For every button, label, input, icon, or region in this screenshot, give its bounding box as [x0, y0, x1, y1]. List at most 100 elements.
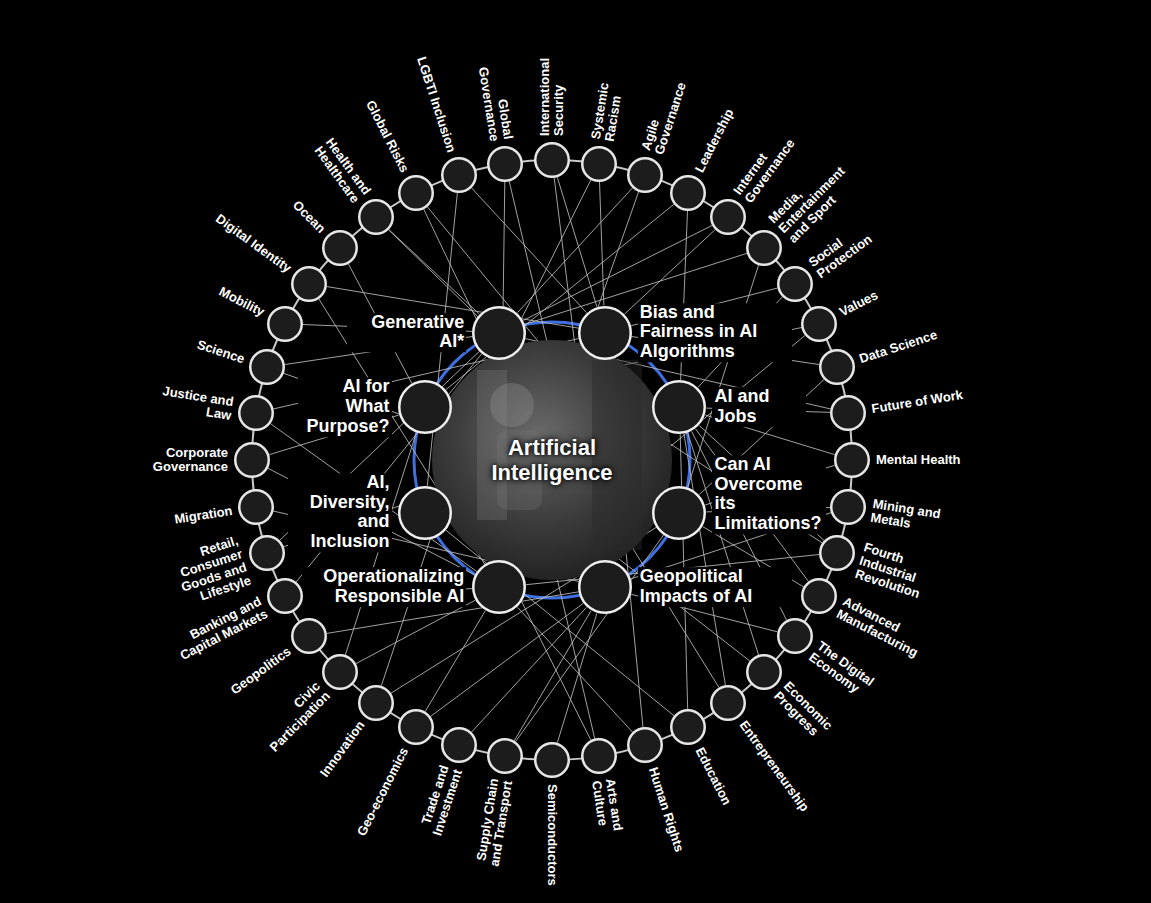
related-topic-circle: Systemic Racism: [581, 146, 617, 182]
circle-outline: [581, 738, 617, 774]
related-topic-label: Systemic Racism: [589, 38, 633, 143]
circle-outline: [472, 306, 526, 360]
related-topic-circle: Retail, Consumer Goods and Lifestyle: [249, 535, 285, 571]
related-topic-label: Geo-economics: [354, 745, 412, 840]
related-topic-circle: Digital Identity: [291, 266, 327, 302]
connector-line: [472, 607, 587, 732]
related-topic-label: Global Risks: [362, 97, 411, 175]
related-topic-label: Health and Healthcare: [291, 108, 374, 207]
related-topic-circle: Banking and Capital Markets: [267, 578, 303, 614]
topic-label: AI for What Purpose?: [298, 377, 392, 436]
circle-outline: [267, 306, 303, 342]
circle-outline: [710, 685, 746, 721]
circle-shape: [399, 176, 433, 210]
circle-shape: [835, 443, 869, 477]
related-topic-circle: Trade and Investment: [441, 727, 477, 763]
related-topic-circle: Leadership: [670, 175, 706, 211]
related-topic-circle: Geopolitics: [291, 618, 327, 654]
circle-outline: [398, 175, 434, 211]
related-topic-label: LGBTI Inclusion: [414, 54, 459, 155]
circle-outline: [249, 535, 285, 571]
circle-shape: [443, 729, 477, 763]
circle-shape: [473, 562, 525, 614]
related-topic-label: Semiconductors: [545, 783, 559, 885]
circle-shape: [293, 267, 327, 301]
circle-outline: [710, 199, 746, 235]
related-topic-circle: Social Protection: [777, 266, 813, 302]
related-topic-circle: Economic Progress: [746, 654, 782, 690]
circle-outline: [472, 560, 526, 614]
circle-outline: [291, 618, 327, 654]
related-topic-label: Fourth Industrial Revolution: [853, 540, 963, 612]
related-topic-label: Digital Identity: [212, 211, 294, 276]
connector-line: [389, 230, 480, 315]
topic-label: AI and Jobs: [712, 387, 806, 427]
related-topic-label: Mobility: [215, 284, 267, 320]
related-topic-circle: Health and Healthcare: [358, 199, 394, 235]
circle-shape: [654, 381, 706, 433]
topic-circle: AI and Jobs: [652, 380, 706, 434]
related-topic-circle: Fourth Industrial Revolution: [819, 535, 855, 571]
circle-outline: [358, 199, 394, 235]
circle-shape: [821, 536, 855, 570]
related-topic-label: Geopolitics: [228, 644, 295, 698]
circle-shape: [488, 147, 522, 181]
circle-shape: [250, 536, 284, 570]
related-topic-circle: Innovation: [358, 685, 394, 721]
related-topic-circle: Agile Governance: [627, 157, 663, 193]
circle-shape: [239, 396, 273, 430]
circle-shape: [747, 231, 781, 265]
related-topic-label: Data Science: [857, 328, 940, 367]
circle-shape: [239, 490, 273, 524]
circle-shape: [268, 307, 302, 341]
circle-shape: [293, 620, 327, 654]
related-topic-circle: Science: [249, 349, 285, 385]
circle-outline: [322, 230, 358, 266]
related-topic-label: Human Rights: [645, 765, 686, 855]
related-topic-circle: Migration: [238, 489, 274, 525]
circle-shape: [712, 201, 746, 235]
circle-outline: [670, 709, 706, 745]
circle-outline: [441, 157, 477, 193]
related-topic-circle: Mental Health: [834, 442, 870, 478]
related-topic-label: Migration: [172, 504, 234, 527]
related-topic-label: Entrepreneurship: [736, 717, 807, 808]
circle-outline: [534, 142, 570, 178]
circle-outline: [398, 709, 434, 745]
circle-outline: [249, 349, 285, 385]
topic-circle: Operationalizing Responsible AI: [472, 560, 526, 614]
related-topic-label: Supply Chain and Transport: [472, 777, 516, 882]
related-topic-label: Mining and Metals: [869, 497, 974, 541]
circle-outline: [652, 486, 706, 540]
related-topic-circle: LGBTI Inclusion: [441, 157, 477, 193]
photo-ground: [432, 340, 672, 580]
related-topic-circle: Mining and Metals: [830, 489, 866, 525]
circle-outline: [746, 230, 782, 266]
related-topic-circle: Media, Entertainment and Sport: [746, 230, 782, 266]
circle-shape: [535, 143, 569, 177]
connector-line: [600, 182, 604, 306]
circle-shape: [535, 743, 569, 777]
circle-shape: [628, 729, 662, 763]
related-topic-circle: The Digital Economy: [777, 618, 813, 654]
related-topic-label: Innovation: [317, 717, 368, 780]
circle-shape: [488, 740, 522, 774]
circle-shape: [671, 711, 705, 745]
related-topic-label: Trade and Investment: [407, 763, 465, 869]
circle-outline: [830, 489, 866, 525]
topic-circle: Bias and Fairness in AI Algorithms: [578, 306, 632, 360]
related-topic-label: Ocean: [289, 197, 328, 236]
related-topic-label: Future of Work: [870, 388, 965, 417]
circle-shape: [359, 201, 393, 235]
related-topic-label: International Security: [538, 35, 566, 137]
related-topic-label: Corporate Governance: [127, 446, 229, 474]
topic-circle: AI, Diversity, and Inclusion: [398, 486, 452, 540]
related-topic-circle: Global Governance: [487, 146, 523, 182]
circle-shape: [712, 686, 746, 720]
circle-outline: [830, 395, 866, 431]
circle-shape: [323, 231, 357, 265]
circle-outline: [238, 395, 274, 431]
related-topic-label: Mental Health: [875, 453, 962, 467]
circle-shape: [473, 307, 525, 359]
circle-outline: [322, 654, 358, 690]
